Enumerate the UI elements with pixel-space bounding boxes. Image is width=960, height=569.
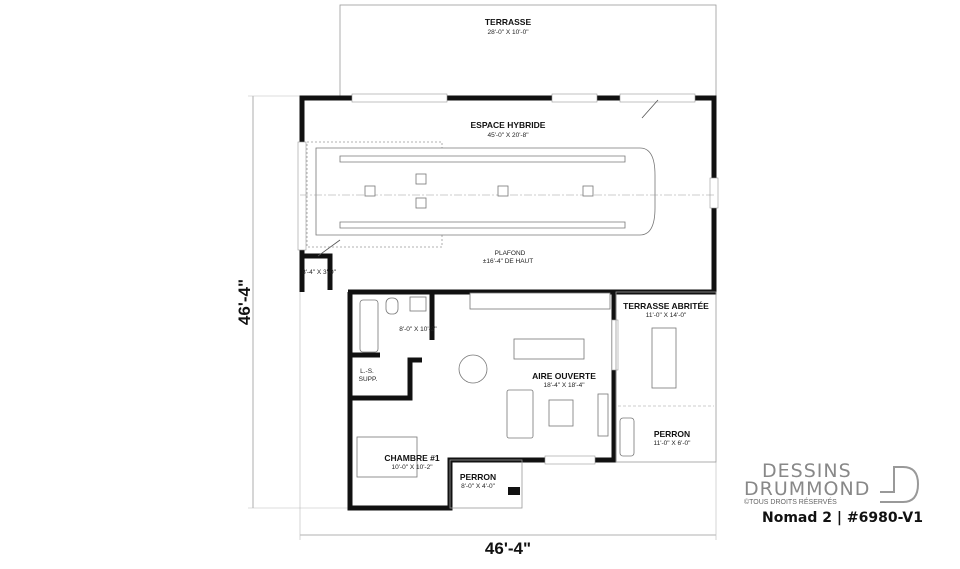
brand-logo: DESSINS DRUMMOND ©TOUS DROITS RÉSERVÉS N… — [744, 460, 934, 527]
brand-line-2: DRUMMOND — [744, 478, 871, 500]
door-opening — [619, 93, 696, 103]
outdoor-table — [651, 327, 677, 389]
rv-vehicle-outline — [300, 141, 716, 248]
plan-name: Nomad 2 | #6980-V1 — [762, 510, 923, 526]
window — [351, 93, 448, 103]
entry-perron-label: PERRON — [460, 472, 496, 482]
terrace-size: 28'-0" X 10'-0" — [487, 29, 529, 36]
bedroom-label: CHAMBRE #1 — [384, 453, 440, 463]
furniture — [356, 292, 611, 478]
terrace-label: TERRASSE — [485, 17, 532, 27]
copyright: ©TOUS DROITS RÉSERVÉS — [744, 499, 837, 506]
storage-walls — [302, 253, 333, 290]
patio-door — [544, 455, 596, 465]
garage-door — [297, 141, 307, 251]
window — [551, 93, 598, 103]
ls-supp-label-2: SUPP. — [359, 376, 378, 383]
perron-right-label: PERRON — [654, 429, 690, 439]
bathroom-size: 8'-0" X 10'-2" — [399, 326, 437, 333]
dimension-vertical — [248, 95, 348, 509]
open-area-size: 18'-4" X 18'-4" — [543, 382, 585, 389]
dimension-horizontal — [299, 292, 717, 540]
hybrid-space-size: 45'-0" X 20'-8" — [487, 132, 529, 139]
entry-perron-size: 8'-0" X 4'-0" — [461, 483, 496, 490]
ceiling-height: ±16'-4" DE HAUT — [483, 258, 533, 265]
lamp — [508, 487, 520, 495]
ceiling-label: PLAFOND — [495, 250, 526, 257]
logo-mark — [880, 466, 920, 503]
open-area-label: AIRE OUVERTE — [532, 371, 596, 381]
lounge-chair — [619, 417, 635, 457]
depth-dimension: 46'-4" — [235, 279, 254, 325]
window — [611, 319, 619, 371]
bedroom-size: 10'-0" X 10'-2" — [391, 464, 433, 471]
hybrid-space-label: ESPACE HYBRIDE — [471, 120, 546, 130]
entry-perron-outline — [449, 459, 523, 509]
width-dimension: 46'-4" — [485, 539, 531, 558]
brand-line-1: DESSINS — [762, 460, 852, 482]
covered-terrace-label: TERRASSE ABRITÉE — [623, 301, 709, 311]
interior-walls — [350, 292, 435, 401]
covered-terrace-size: 11'-0" X 14'-0" — [646, 312, 687, 319]
storage-size: 8'-4" X 3'-0" — [302, 269, 337, 276]
perron-right-size: 11'-0" X 6'-0" — [654, 440, 692, 447]
ls-supp-label-1: L.-S. — [360, 368, 374, 375]
covered-terrace-outline — [615, 291, 717, 463]
window — [709, 177, 719, 209]
